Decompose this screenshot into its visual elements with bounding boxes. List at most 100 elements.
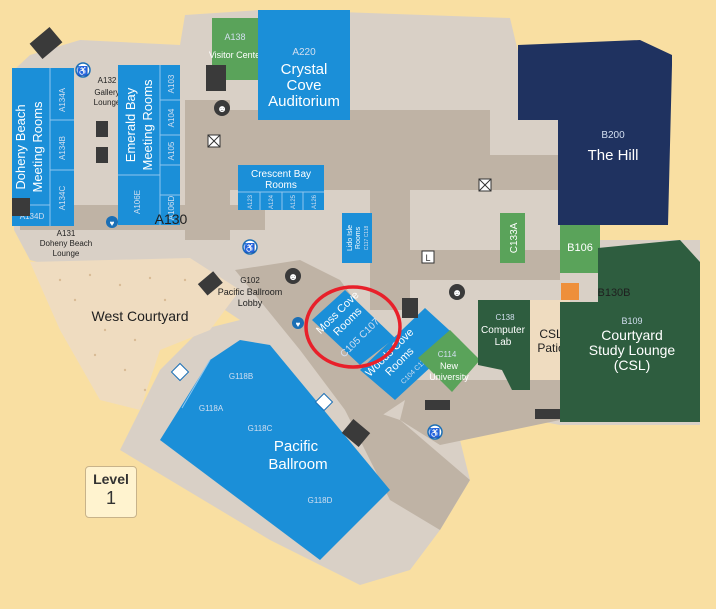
room-b109-courtyard-study-lounge[interactable]: B109 Courtyard Study Lounge (CSL) [560,240,700,422]
stairs-icon [341,419,371,447]
room-a220-auditorium[interactable]: A220 Crystal Cove Auditorium [258,10,350,120]
room-g102-lobby: G102 Pacific Ballroom Lobby [218,276,283,308]
room-emerald-bay-meeting-rooms[interactable]: Emerald Bay Meeting Rooms A103 A104 A105… [118,65,180,225]
room-c138-code: C138 [495,313,515,322]
elevator-icon [478,178,492,192]
level-number: 1 [105,488,116,508]
highlight-circle-moss-cove [304,285,402,369]
elevator-icon: L [421,250,435,264]
svg-text:☻: ☻ [217,104,228,115]
svg-text:♿: ♿ [429,427,440,438]
lido-line1: Lido Isle [347,225,354,251]
svg-text:♿: ♿ [244,242,255,253]
stairs-icon [96,121,108,163]
room-moss-cove-rooms[interactable]: Moss Cove Rooms C105 C107 [312,289,395,365]
room-b200-the-hill[interactable]: B200 The Hill [518,40,672,225]
svg-text:♥: ♥ [110,219,115,228]
ballroom-name-2: Ballroom [268,456,327,473]
restroom-icon: ☻ [449,284,465,300]
accessible-icon: ♿ [75,62,91,78]
elevator-icon [314,392,334,412]
room-a132-name-1: Gallery [94,88,119,97]
room-c138-name-2: Lab [495,337,512,348]
lactation-heart-icon: ♥ [292,317,304,329]
room-a132-code: A132 [98,76,117,85]
elevator-icon [207,134,221,148]
lido-codes: C117 C118 [364,226,370,251]
svg-text:L: L [425,253,430,263]
level-label: Level [93,471,129,487]
room-b200-code: B200 [601,130,625,141]
room-crescent-bay-rooms[interactable]: Crescent Bay Rooms A123 A124 A125 A126 [238,165,324,210]
west-courtyard-label: West Courtyard [92,308,189,324]
doheny-code-b: A134B [58,136,67,160]
stairs-icon [425,400,560,419]
lactation-heart-icon: ♥ [106,216,118,228]
stairs-icon [12,198,30,216]
room-a132-gallery-lounge: A132 Gallery Lounge [94,76,121,107]
emerald-line2: Meeting Rooms [140,79,155,171]
room-a220-name-3: Auditorium [268,93,340,110]
room-b109-name-2: Study Lounge [589,342,676,358]
ballroom-code-g118a: G118A [199,404,224,413]
doheny-line2: Meeting Rooms [30,101,45,193]
room-b106-code: B106 [567,242,593,254]
room-lido-isle-rooms[interactable]: Lido Isle Rooms C117 C118 [342,213,372,263]
csl-patio-line1: CSL [539,327,563,341]
doheny-code-d: A134D [20,212,45,221]
crescent-code-a125: A125 [291,194,297,209]
room-b130b-code: B130B [597,287,630,299]
ballroom-code-g118d: G118D [308,496,333,505]
room-a138-name: Visitor Center [209,50,263,60]
crescent-line2: Rooms [265,180,297,191]
room-c138-name-1: Computer [481,325,526,336]
room-a132-name-2: Lounge [94,98,121,107]
room-a220-code: A220 [292,47,316,58]
room-c114-name-2: University [429,372,469,382]
svg-text:♿: ♿ [77,65,88,76]
room-c133a-code: C133A [509,222,520,253]
room-a131-name-1: Doheny Beach [40,239,92,248]
room-c138-computer-lab[interactable]: C138 Computer Lab [478,300,530,390]
svg-text:♥: ♥ [296,320,301,329]
restroom-icon: ☻ [285,268,301,284]
svg-text:☻: ☻ [452,288,463,299]
emerald-line1: Emerald Bay [123,87,138,162]
room-a131-lounge: A131 Doheny Beach Lounge [40,229,92,258]
room-c114-new-university[interactable]: C114 New University [418,330,480,392]
room-a131-code: A131 [57,229,76,238]
accessible-icon: ♿ [242,239,258,255]
stairs-icon [29,26,63,60]
stairs-icon [197,271,223,296]
ballroom-name-1: Pacific [274,438,319,455]
room-b109-code: B109 [621,316,642,326]
room-c133a[interactable]: C133A [500,213,525,263]
stairs-icon [402,298,418,318]
emerald-code-a106e: A106E [133,190,142,214]
emerald-code-a103: A103 [167,74,176,93]
doheny-code-c: A134C [58,186,67,211]
room-b109-name-3: (CSL) [614,357,651,373]
room-a220-name-1: Crystal [281,61,328,78]
room-g102-code: G102 [240,276,260,285]
room-pacific-ballroom[interactable]: G118B G118A G118C Pacific Ballroom G118D [160,340,390,560]
room-c114-name-1: New [440,361,459,371]
accessible-icon: ♿ [427,424,443,440]
room-b130b[interactable]: B130B [561,283,631,300]
room-a131-name-2: Lounge [53,249,80,258]
room-b200-name: The Hill [588,147,639,164]
restroom-icon: ☻ [214,100,230,116]
emerald-code-a105: A105 [167,141,176,160]
crescent-code-a123: A123 [248,194,254,209]
room-doheny-meeting-rooms[interactable]: Doheny Beach Meeting Rooms A134A A134B A… [12,68,74,226]
emerald-code-a104: A104 [167,108,176,127]
room-a138-code: A138 [224,32,245,42]
corridor-a130-label: A130 [155,211,188,227]
room-b106[interactable]: B106 [560,225,600,273]
doheny-line1: Doheny Beach [13,104,28,189]
stairs-icon [206,65,226,91]
ballroom-code-g118c: G118C [248,424,273,433]
crescent-code-a124: A124 [269,194,275,209]
room-a220-name-2: Cove [286,77,321,94]
